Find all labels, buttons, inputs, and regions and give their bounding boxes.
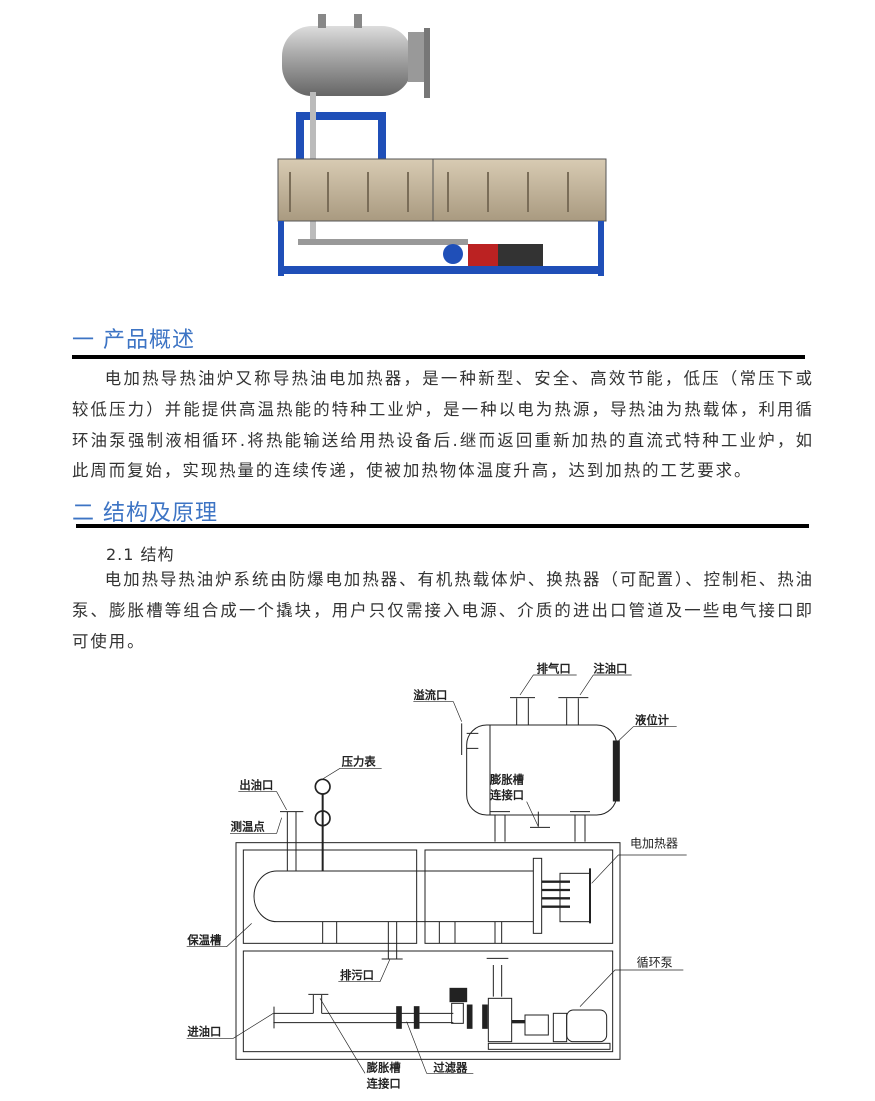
label-level-gauge: 液位计 (635, 713, 670, 727)
label-pump: 循环泵 (637, 956, 673, 970)
label-expansion-conn-bottom: 膨胀槽 (366, 1061, 402, 1075)
label-filter: 过滤器 (433, 1061, 468, 1075)
label-oil-inlet: 进油口 (187, 1025, 221, 1039)
product-photo (277, 14, 607, 276)
outer-frame (235, 842, 621, 1060)
section-heading-overview: 一 产品概述 (72, 328, 195, 353)
label-oil-fill: 注油口 (593, 661, 627, 675)
section-heading-structure: 二 结构及原理 (72, 501, 218, 526)
pump-body (487, 997, 513, 1043)
label-exhaust: 排气口 (537, 661, 571, 675)
label-insulation: 保温槽 (186, 933, 222, 947)
heading-divider (72, 355, 805, 359)
label-drain: 排污口 (340, 968, 374, 982)
label-expansion-conn-top: 膨胀槽 (489, 772, 525, 786)
subsection-heading: 2.1 结构 (106, 545, 175, 564)
label-pressure-gauge: 压力表 (342, 755, 377, 769)
overview-paragraph: 电加热导热油炉又称导热油电加热器，是一种新型、安全、高效节能，低压（常压下或较低… (72, 369, 814, 481)
expansion-tank (466, 724, 618, 816)
label-temp-point: 测温点 (231, 820, 266, 834)
label-electric-heater: 电加热器 (630, 837, 678, 851)
label-expansion-conn-top-2: 连接口 (490, 788, 524, 802)
label-oil-outlet: 出油口 (239, 778, 273, 792)
heading-divider (76, 524, 809, 528)
heater-vessel (253, 870, 534, 923)
label-expansion-conn-bottom-2: 连接口 (367, 1076, 401, 1090)
motor (566, 1009, 608, 1043)
structure-paragraph: 电加热导热油炉系统由防爆电加热器、有机热载体炉、换热器（可配置）、控制柜、热油泵… (72, 570, 814, 651)
label-overflow: 溢流口 (413, 688, 447, 702)
structure-diagram: 排气口 注油口 溢流口 液位计 压力表 出油口 测温点 膨胀槽 连接口 保温槽 … (186, 661, 687, 1090)
